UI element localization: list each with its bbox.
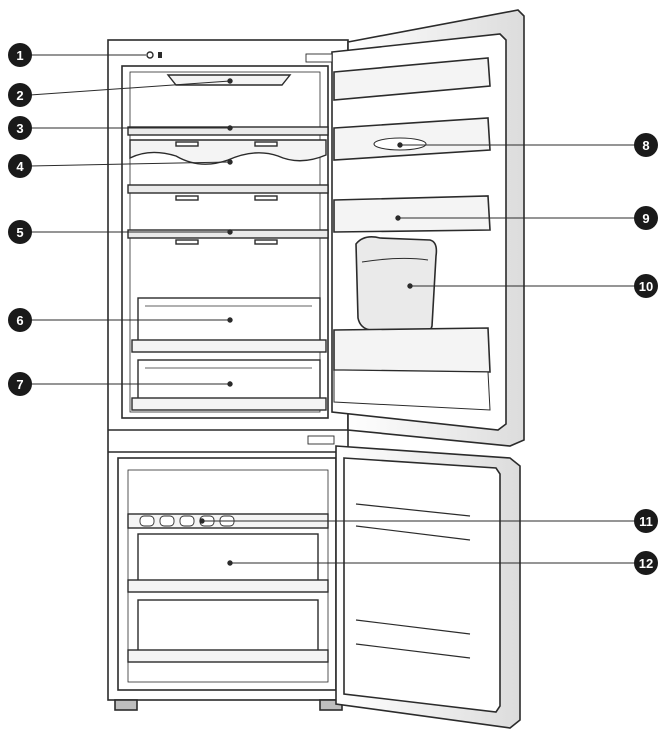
svg-text:1: 1	[16, 48, 23, 63]
door-bin-2	[333, 195, 491, 233]
callout-11: 11	[634, 509, 658, 533]
freezer-parts	[127, 513, 329, 663]
door-bin-1	[333, 57, 491, 101]
glass-shelf-3	[127, 229, 329, 239]
svg-text:2: 2	[16, 88, 23, 103]
callout-1: 1	[8, 43, 32, 67]
front-foot-left	[114, 699, 138, 711]
callout-7: 7	[8, 372, 32, 396]
glass-shelf-2	[127, 184, 329, 194]
svg-text:5: 5	[16, 225, 23, 240]
water-tank	[355, 236, 438, 335]
callout-10: 10	[634, 274, 658, 298]
leader-lines	[29, 54, 640, 566]
svg-text:3: 3	[16, 121, 23, 136]
callout-5: 5	[8, 220, 32, 244]
callout-9: 9	[634, 206, 658, 230]
freezer-door	[307, 435, 521, 729]
fridge-door	[305, 9, 525, 447]
freezer-drawer-1	[137, 533, 319, 585]
top-sensor-icon	[146, 51, 154, 59]
callout-12: 12	[634, 551, 658, 575]
svg-text:7: 7	[16, 377, 23, 392]
svg-text:4: 4	[16, 159, 24, 174]
callout-8: 8	[634, 133, 658, 157]
svg-text:10: 10	[639, 279, 653, 294]
callout-4: 4	[8, 154, 32, 178]
door-bin-3	[333, 327, 491, 373]
callout-2: 2	[8, 83, 32, 107]
svg-text:11: 11	[639, 514, 653, 529]
svg-text:8: 8	[642, 138, 649, 153]
svg-text:9: 9	[642, 211, 649, 226]
callout-6: 6	[8, 308, 32, 332]
callout-3: 3	[8, 116, 32, 140]
svg-text:12: 12	[639, 556, 653, 571]
freezer-door-inner	[343, 457, 501, 713]
svg-text:6: 6	[16, 313, 23, 328]
